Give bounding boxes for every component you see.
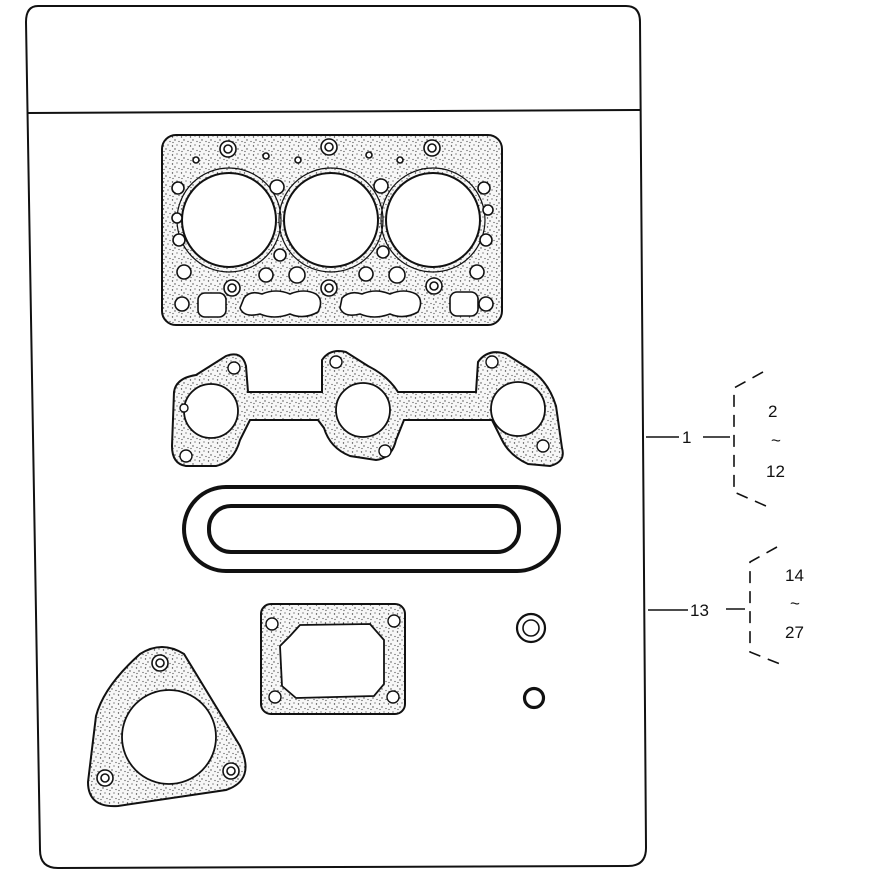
- package-seal-line: [27, 109, 642, 114]
- rocker-cover-gasket: [182, 485, 561, 573]
- manifold-gasket: [170, 350, 564, 468]
- callout-13-range-symbol: ~: [790, 594, 800, 613]
- square-flange-gasket: [260, 603, 406, 715]
- callout-1-range-start: 2: [768, 402, 777, 421]
- o-ring: [522, 686, 546, 710]
- bore-1: [181, 172, 277, 268]
- callout-1-ref: 1: [682, 428, 691, 447]
- seal-washer: [515, 612, 547, 644]
- callout-13-range-start: 14: [785, 566, 804, 585]
- callout-1-range-symbol: ~: [771, 431, 781, 450]
- callout-13: 13 14 ~ 27: [648, 546, 804, 665]
- bore-3: [385, 172, 481, 268]
- cylinder-head-gasket: [161, 134, 503, 326]
- callout-1-range-end: 12: [766, 462, 785, 481]
- callout-1: 1 2 ~ 12: [646, 371, 785, 507]
- bore-2: [283, 172, 379, 268]
- triangular-flange-gasket: [86, 646, 247, 808]
- callout-13-ref: 13: [690, 601, 709, 620]
- callout-13-range-end: 27: [785, 623, 804, 642]
